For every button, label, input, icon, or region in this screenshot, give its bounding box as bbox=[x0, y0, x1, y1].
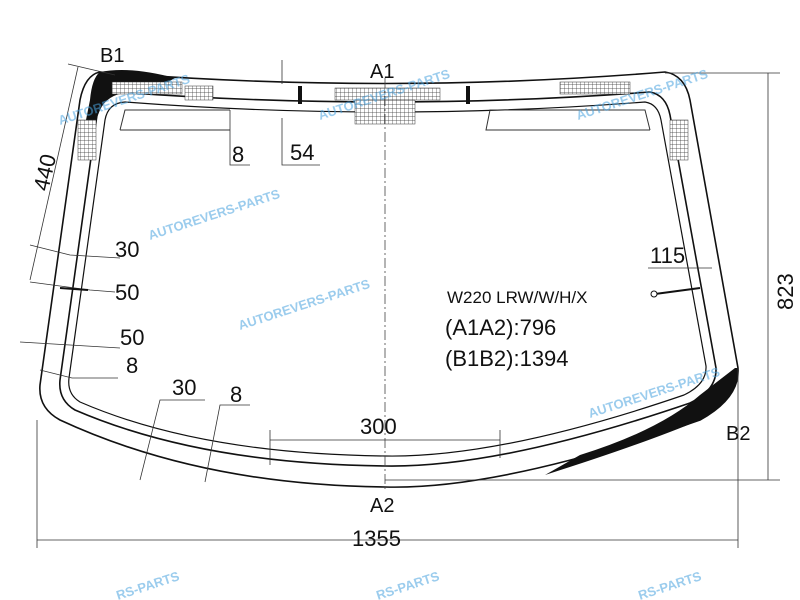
dim-leaders-left bbox=[19, 244, 250, 483]
heating-grid-right bbox=[669, 119, 689, 161]
dim-top-8: 8 bbox=[232, 142, 244, 167]
sunband-right bbox=[485, 109, 651, 131]
dim-left-30: 30 bbox=[115, 237, 139, 262]
label-b1: B1 bbox=[100, 45, 124, 67]
dim-left-50: 50 bbox=[115, 280, 139, 305]
glass-inner-edge bbox=[58, 91, 717, 467]
dim-left-8: 8 bbox=[126, 353, 138, 378]
label-a2: A2 bbox=[370, 495, 394, 517]
watermark-partial: RS-PARTS bbox=[374, 568, 441, 600]
watermark-text: AUTOREVERS-PARTS bbox=[146, 186, 282, 243]
mark-left bbox=[298, 86, 302, 104]
dim-width: 1355 bbox=[352, 526, 401, 551]
dim-left-50-lower: 50 bbox=[120, 325, 144, 350]
connector-top-left bbox=[184, 85, 214, 101]
dim-b1: 440 bbox=[29, 152, 62, 193]
extension-line bbox=[67, 63, 116, 76]
model-code: W220 LRW/W/H/X bbox=[447, 288, 587, 307]
dim-leader-top bbox=[229, 110, 320, 166]
b1b2-value: (B1B2):1394 bbox=[445, 346, 569, 371]
dim-bottom-8: 8 bbox=[230, 382, 242, 407]
mark-right bbox=[466, 86, 470, 104]
antenna-left bbox=[59, 287, 89, 291]
watermark-text: AUTOREVERS-PARTS bbox=[236, 276, 372, 333]
antenna-connector bbox=[650, 290, 658, 298]
dim-line-b1 bbox=[29, 66, 79, 281]
label-a1: A1 bbox=[370, 61, 394, 83]
label-b2: B2 bbox=[726, 423, 750, 445]
watermark: AUTOREVERS-PARTS AUTOREVERS-PARTS AUTORE… bbox=[56, 66, 722, 600]
dim-bottom-30: 30 bbox=[172, 375, 196, 400]
dim-right-115: 115 bbox=[650, 243, 685, 268]
dim-height: 823 bbox=[773, 273, 798, 310]
watermark-partial: RS-PARTS bbox=[114, 568, 181, 600]
dim-bottom-300: 300 bbox=[360, 414, 397, 439]
dim-top-54: 54 bbox=[290, 140, 314, 165]
sunband-left bbox=[119, 109, 230, 131]
watermark-partial: RS-PARTS bbox=[636, 568, 703, 600]
heating-grid-top-right bbox=[559, 81, 631, 95]
a1a2-value: (A1A2):796 bbox=[445, 315, 556, 340]
heating-grid-top-left bbox=[111, 81, 183, 95]
antenna-right bbox=[654, 287, 701, 295]
heating-grid-left bbox=[77, 119, 97, 161]
frit-b2-corner bbox=[545, 368, 739, 475]
